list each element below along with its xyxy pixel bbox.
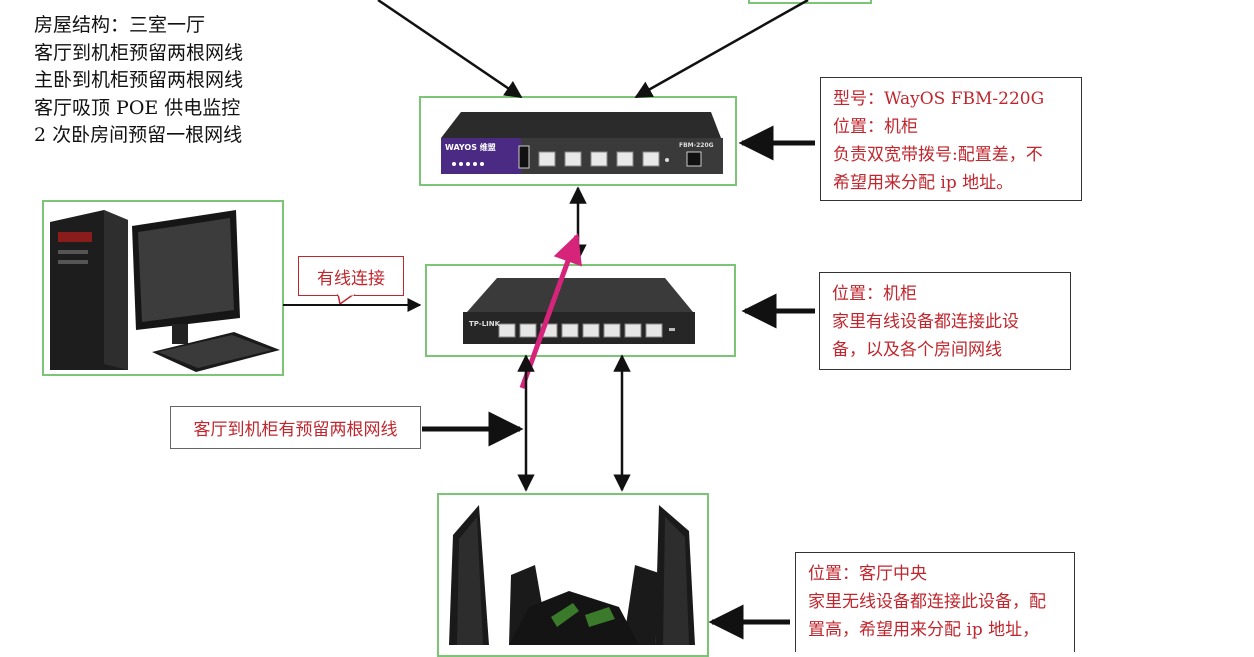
router-purple-panel <box>441 138 521 174</box>
isp-line-left <box>377 0 523 99</box>
wireless-note-line: 位置：客厅中央 <box>808 564 927 584</box>
router-note-line: 型号：WayOS FBM-220G <box>833 89 1045 109</box>
top-device-box-partial <box>748 0 872 4</box>
connector-overlay <box>283 0 815 640</box>
wireless-router-image <box>449 505 695 645</box>
wireless-router-info-note: 位置：客厅中央 家里无线设备都连接此设备，配 置高，希望用来分配 ip 地址， <box>795 552 1075 652</box>
router-note-line: 希望用来分配 ip 地址。 <box>833 173 1014 193</box>
router-note-line: 负责双宽带拨号:配置差，不 <box>833 145 1043 165</box>
switch-info-note: 位置：机柜 家里有线设备都连接此设 备，以及各个房间网线 <box>819 272 1071 370</box>
switch-image <box>463 278 695 344</box>
router-brand-label: WAYOS 维盟 <box>445 143 496 152</box>
intro-line: 主卧到机柜预留两根网线 <box>34 69 244 91</box>
switch-note-line: 备，以及各个房间网线 <box>832 340 1002 360</box>
computer-device-box <box>42 200 284 376</box>
wireless-note-line: 家里无线设备都连接此设备，配 <box>808 592 1046 612</box>
switch-device-box: TP-LINK <box>425 264 736 357</box>
intro-line: 房屋结构：三室一厅 <box>34 14 206 36</box>
wired-connection-label: 有线连接 <box>298 256 404 296</box>
router-model-label: FBM-220G <box>679 142 714 149</box>
magenta-uplink-arrow <box>519 233 582 389</box>
switch-brand-label: TP-LINK <box>469 320 501 328</box>
intro-line: 客厅吸顶 POE 供电监控 <box>34 96 241 119</box>
wired-connection-text: 有线连接 <box>317 268 385 289</box>
computer-image <box>50 210 280 372</box>
router-device-box: WAYOS 维盟 FBM-220G <box>419 96 737 186</box>
wireless-router-device-box <box>437 493 709 657</box>
house-structure-notes: 房屋结构：三室一厅 客厅到机柜预留两根网线 主卧到机柜预留两根网线 客厅吸顶 P… <box>34 12 354 150</box>
callout-pointer <box>337 294 356 306</box>
router-image <box>441 112 723 174</box>
wireless-note-line: 置高，希望用来分配 ip 地址， <box>808 620 1040 640</box>
router-info-note: 型号：WayOS FBM-220G 位置：机柜 负责双宽带拨号:配置差，不 希望… <box>820 77 1082 201</box>
intro-line: 2 次卧房间预留一根网线 <box>34 124 243 146</box>
living-room-cable-label: 客厅到机柜有预留两根网线 <box>170 406 421 449</box>
intro-line: 客厅到机柜预留两根网线 <box>34 41 244 64</box>
isp-line-right <box>634 0 809 99</box>
switch-note-line: 位置：机柜 <box>832 284 917 304</box>
router-note-line: 位置：机柜 <box>833 117 918 137</box>
switch-note-line: 家里有线设备都连接此设 <box>832 312 1019 332</box>
living-room-cable-text: 客厅到机柜有预留两根网线 <box>193 420 398 440</box>
